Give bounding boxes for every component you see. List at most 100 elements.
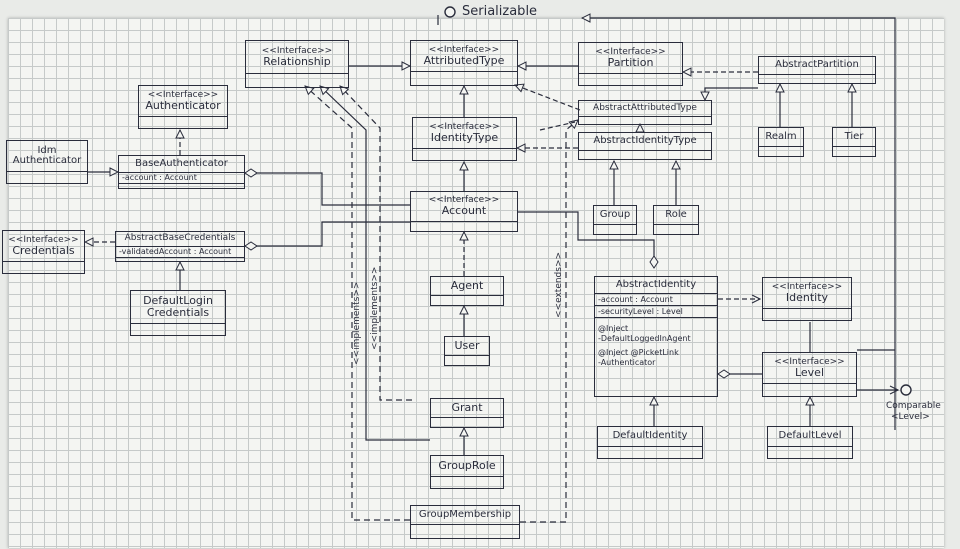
identity-type-class[interactable]: <<Interface>> IdentityType <box>412 117 517 161</box>
identity-class[interactable]: <<Interface>> Identity <box>762 277 852 321</box>
abstract-attributed-type-body <box>579 116 711 127</box>
group-name: Group <box>599 208 631 220</box>
partition-body <box>579 73 682 88</box>
group-role-body <box>431 476 503 491</box>
credentials-class[interactable]: <<Interface>> Credentials <box>2 230 85 274</box>
account-stereotype: <<Interface>> <box>428 195 500 205</box>
comparable-param-label: <Level> <box>891 412 930 422</box>
abstract-attributed-type-name: AbstractAttributedType <box>593 102 697 113</box>
partition-class[interactable]: <<Interface>> Partition <box>578 42 683 86</box>
grant-class[interactable]: Grant <box>430 398 504 428</box>
abstract-identity-type-body <box>579 150 711 162</box>
abstract-base-credentials-name: AbstractBaseCredentials <box>124 233 236 244</box>
group-membership-class[interactable]: GroupMembership <box>410 505 520 539</box>
agent-body <box>431 295 503 308</box>
identity-type-name: IdentityType <box>430 130 499 144</box>
identity-name: Identity <box>785 290 829 304</box>
default-level-body <box>768 446 852 461</box>
base-authenticator-methods <box>119 183 244 191</box>
abstract-partition-class[interactable]: AbstractPartition <box>758 56 876 84</box>
role-class[interactable]: Role <box>653 205 699 235</box>
abstract-identity-note-default-logged-in-agent: -DefaultLoggedInAgent <box>598 334 691 343</box>
abstract-attributed-type-class[interactable]: AbstractAttributedType <box>578 100 712 125</box>
identity-stereotype: <<Interface>> <box>771 281 843 292</box>
level-body <box>763 383 856 399</box>
comparable-lollipop <box>900 384 912 396</box>
realm-body <box>759 146 803 159</box>
user-class[interactable]: User <box>444 336 490 366</box>
attributed-type-class[interactable]: <<Interface>> AttributedType <box>410 40 518 86</box>
base-authenticator-class[interactable]: BaseAuthenticator -account : Account <box>118 155 245 189</box>
tier-class[interactable]: Tier <box>832 127 876 157</box>
idm-authenticator-class[interactable]: Idm Authenticator <box>6 140 88 184</box>
serializable-label: Serializable <box>462 4 538 19</box>
level-name: Level <box>794 365 825 379</box>
group-membership-name: GroupMembership <box>418 508 512 520</box>
abstract-base-credentials-methods <box>116 257 244 264</box>
abstract-base-credentials-attr: -validatedAccount : Account <box>116 246 244 257</box>
abstract-identity-note-authenticator: -Authenticator <box>598 358 656 367</box>
abstract-identity-note-inject-picketlink: @Inject @PicketLink <box>598 348 679 357</box>
idm-authenticator-body <box>7 171 87 186</box>
group-class[interactable]: Group <box>593 205 637 235</box>
level-class[interactable]: <<Interface>> Level <box>762 352 857 397</box>
base-authenticator-attr: -account : Account <box>119 172 244 183</box>
abstract-identity-type-class[interactable]: AbstractIdentityType <box>578 132 712 160</box>
abstract-identity-type-name: AbstractIdentityType <box>593 135 697 147</box>
graph-paper <box>8 18 944 548</box>
default-login-credentials-class[interactable]: DefaultLogin Credentials <box>130 290 226 336</box>
abstract-identity-class[interactable]: AbstractIdentity -account : Account -sec… <box>594 276 718 397</box>
realm-name: Realm <box>765 130 797 142</box>
attributed-type-stereotype: <<Interface>> <box>428 44 500 55</box>
base-authenticator-name: BaseAuthenticator <box>135 157 228 169</box>
group-role-name: GroupRole <box>438 459 496 473</box>
account-class[interactable]: <<Interface>> Account <box>410 191 518 232</box>
default-level-class[interactable]: DefaultLevel <box>767 426 853 459</box>
user-name: User <box>454 339 480 353</box>
relationship-class[interactable]: <<Interface>> Relationship <box>245 40 349 88</box>
agent-name: Agent <box>450 279 484 293</box>
attributed-type-body <box>411 71 517 88</box>
serializable-lollipop <box>444 6 456 18</box>
comparable-label: Comparable <box>886 401 941 411</box>
default-login-credentials-body <box>131 323 225 338</box>
credentials-body <box>3 261 84 276</box>
level-stereotype: <<Interface>> <box>774 356 845 367</box>
group-membership-body <box>411 524 519 541</box>
grant-name: Grant <box>451 401 483 415</box>
default-login-credentials-name-line1: DefaultLogin <box>143 294 213 308</box>
default-identity-class[interactable]: DefaultIdentity <box>597 426 703 459</box>
attributed-type-name: AttributedType <box>423 53 505 67</box>
tier-name: Tier <box>844 130 864 142</box>
default-login-credentials-name-line2: Credentials <box>146 306 210 319</box>
idm-authenticator-name-line2: Authenticator <box>12 155 82 166</box>
account-name: Account <box>441 204 487 218</box>
default-level-name: DefaultLevel <box>778 430 842 442</box>
default-identity-body <box>598 446 702 461</box>
role-name: Role <box>665 208 687 220</box>
authenticator-body <box>139 116 227 131</box>
abstract-identity-note-inject: @Inject <box>598 324 629 333</box>
credentials-stereotype: <<Interface>> <box>8 234 79 245</box>
group-role-class[interactable]: GroupRole <box>430 455 504 489</box>
identity-type-stereotype: <<Interface>> <box>429 121 500 132</box>
identity-body <box>763 308 851 323</box>
abstract-base-credentials-class[interactable]: AbstractBaseCredentials -validatedAccoun… <box>115 231 245 262</box>
authenticator-class[interactable]: <<Interface>> Authenticator <box>138 85 228 129</box>
line-to-serializable <box>582 18 896 430</box>
idm-authenticator-name-line1: Idm <box>37 144 57 156</box>
relationship-stereotype: <<Interface>> <box>261 45 333 56</box>
account-body <box>411 221 517 234</box>
role-body <box>654 224 698 237</box>
credentials-name: Credentials <box>12 243 75 257</box>
tier-body <box>833 146 875 159</box>
abstract-identity-attr-account: -account : Account <box>598 295 673 304</box>
user-body <box>445 355 489 368</box>
abstract-identity-attr-security-level: -securityLevel : Level <box>598 307 683 316</box>
agent-class[interactable]: Agent <box>430 276 504 306</box>
grant-body <box>431 417 503 430</box>
relationship-body <box>246 73 348 90</box>
realm-class[interactable]: Realm <box>758 127 804 157</box>
implements-label-2: <<implements>> <box>370 266 380 350</box>
